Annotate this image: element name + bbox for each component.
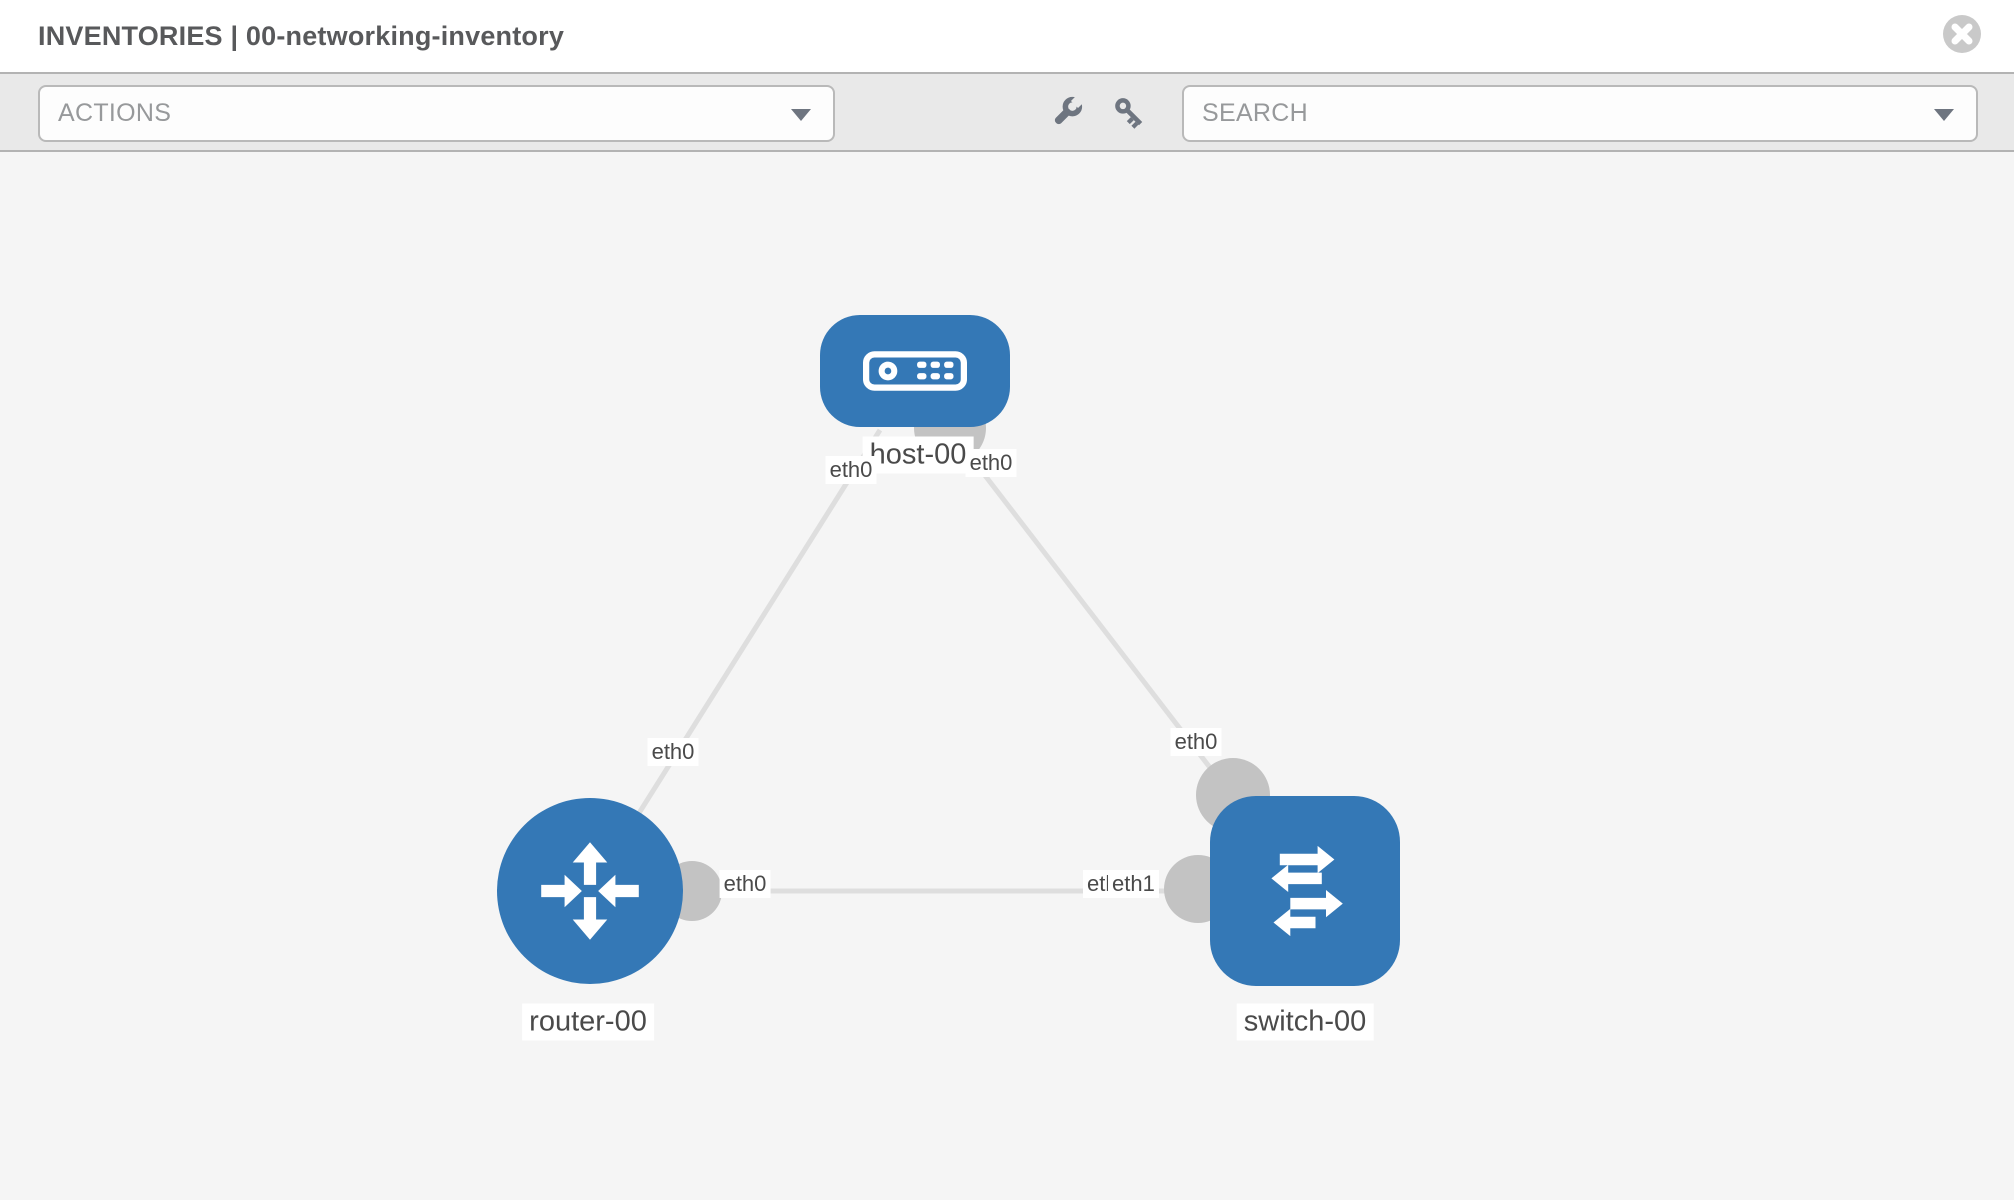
page-title: INVENTORIES | 00-networking-inventory bbox=[38, 20, 565, 51]
host-icon bbox=[863, 351, 967, 391]
router-icon bbox=[541, 842, 639, 940]
iface-label-switch-top: eth0 bbox=[1170, 728, 1222, 756]
node-label-router: router-00 bbox=[522, 1003, 654, 1041]
page-header: INVENTORIES | 00-networking-inventory bbox=[0, 0, 2014, 72]
key-icon[interactable] bbox=[1112, 95, 1148, 131]
node-router-00[interactable] bbox=[497, 798, 683, 984]
topology-links-layer bbox=[587, 392, 1307, 923]
search-dropdown-label: SEARCH bbox=[1202, 99, 1308, 127]
iface-label-host-right: eth0 bbox=[965, 449, 1017, 477]
iface-label-switch-port-over: eth1 bbox=[1108, 870, 1159, 898]
iface-label-host-left: eth0 bbox=[825, 456, 877, 484]
node-label-host: host-00 bbox=[862, 436, 974, 474]
chevron-down-icon bbox=[1934, 109, 1954, 121]
iface-label-router-top: eth0 bbox=[647, 738, 699, 766]
close-icon[interactable] bbox=[1942, 14, 1982, 54]
actions-dropdown-label: ACTIONS bbox=[58, 99, 172, 127]
switch-icon bbox=[1271, 845, 1343, 937]
node-switch-00[interactable] bbox=[1210, 796, 1400, 986]
chevron-down-icon bbox=[791, 109, 811, 121]
toolbar: ACTIONS SEARCH bbox=[0, 72, 2014, 152]
search-dropdown[interactable]: SEARCH bbox=[1182, 85, 1978, 142]
wrench-icon[interactable] bbox=[1048, 95, 1084, 131]
iface-label-router-port: eth0 bbox=[719, 870, 771, 898]
node-label-switch: switch-00 bbox=[1236, 1003, 1374, 1041]
actions-dropdown[interactable]: ACTIONS bbox=[38, 85, 835, 142]
node-host-00[interactable] bbox=[820, 315, 1010, 427]
topology-canvas[interactable]: host-00 router-00 switch-00 eth0 eth0 et… bbox=[0, 152, 2014, 1200]
